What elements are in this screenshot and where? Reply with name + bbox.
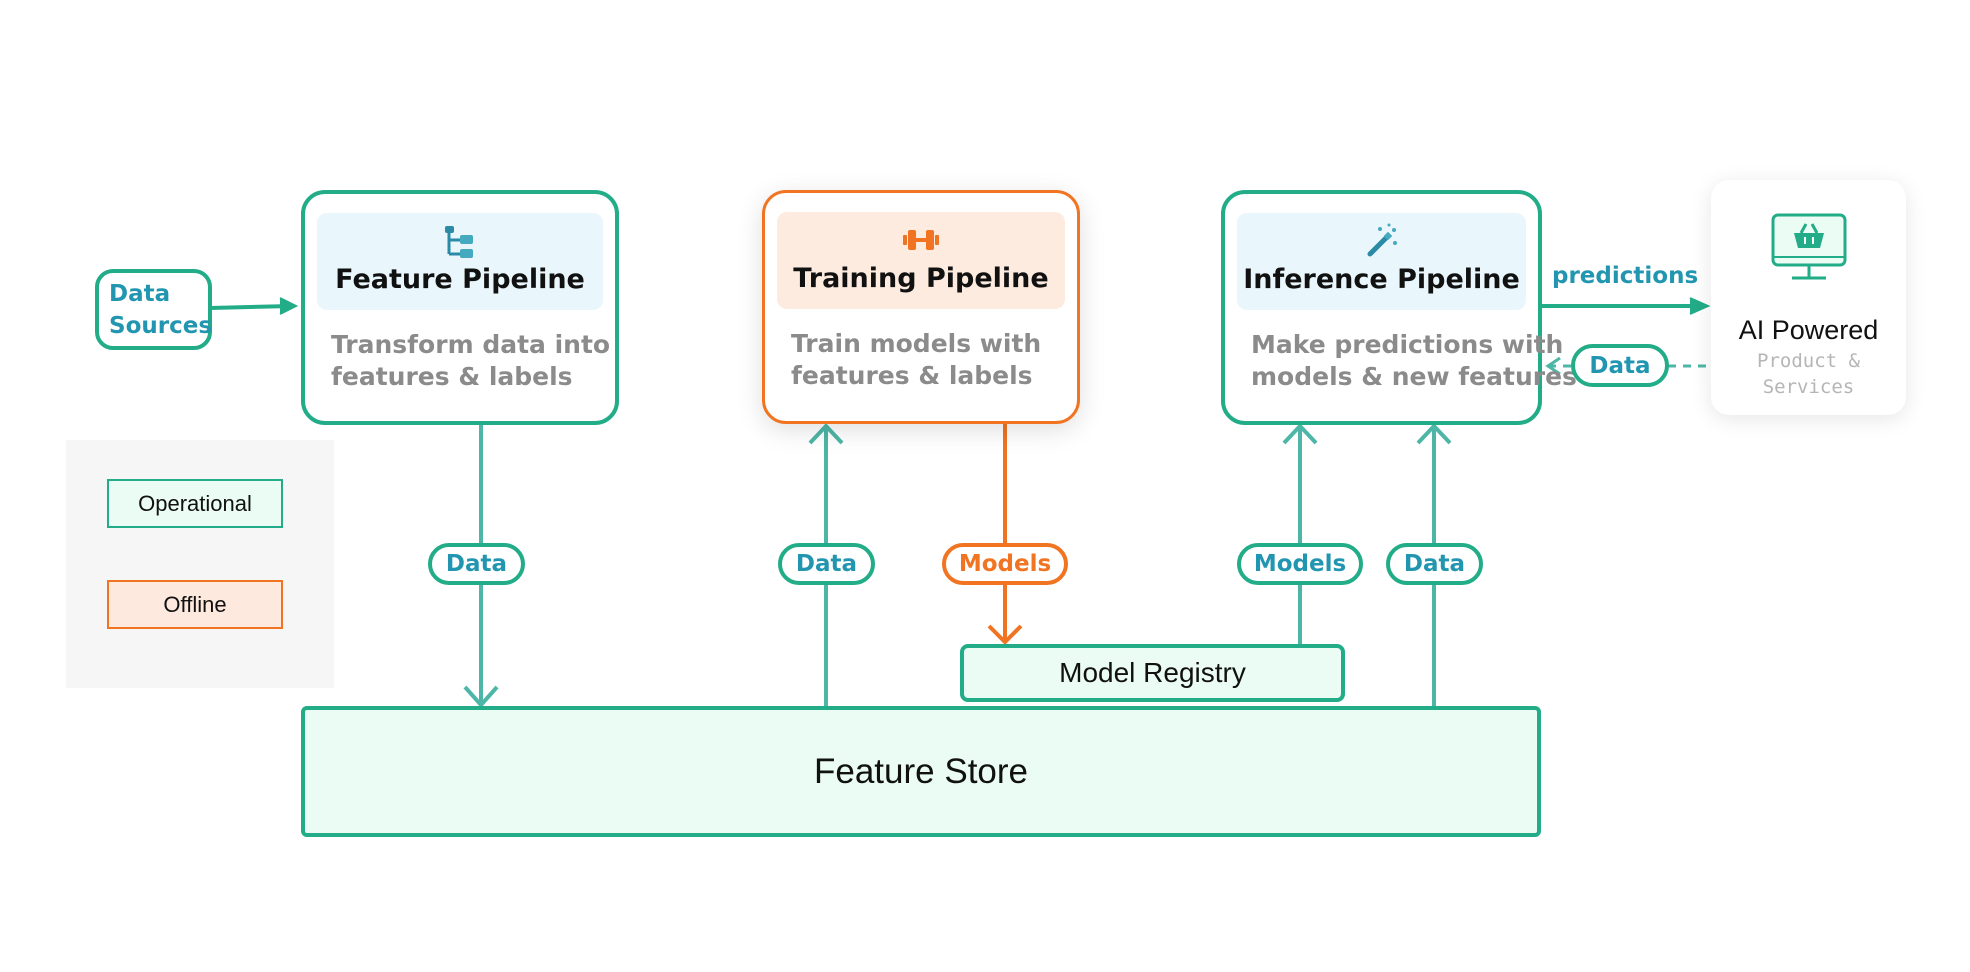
ai-powered-app-card: AI Powered Product & Services — [1711, 180, 1906, 415]
training-pipeline-title: Training Pipeline — [793, 263, 1049, 294]
data-sources-line2: Sources — [109, 312, 213, 339]
arrowhead — [1545, 356, 1561, 376]
arrowhead — [1689, 297, 1711, 315]
legend-offline-label: Offline — [107, 580, 283, 629]
edge-label-registry-models: Models — [1237, 543, 1363, 585]
app-subtitle-line1: Product & — [1757, 350, 1860, 372]
app-title: AI Powered — [1738, 315, 1879, 345]
feature-pipeline-node: Feature Pipeline Transform data into fea… — [301, 190, 619, 425]
inference-pipeline-description: Make predictions with models & new featu… — [1251, 329, 1577, 393]
feature-store-node: Feature Store — [301, 706, 1541, 837]
arrowhead — [1282, 423, 1318, 445]
tree-structure-icon — [317, 221, 603, 261]
model-registry-node: Model Registry — [960, 644, 1345, 702]
edge-label-inference-data: Data — [1386, 543, 1483, 585]
training-pipeline-header: Training Pipeline — [777, 212, 1065, 309]
arrowhead — [987, 624, 1023, 645]
arrowhead — [463, 685, 499, 709]
training-pipeline-description: Train models with features & labels — [791, 328, 1067, 392]
edge-label-app-data: Data — [1571, 344, 1669, 387]
feature-pipeline-title: Feature Pipeline — [335, 264, 585, 295]
inference-desc-line1: Make predictions with — [1251, 330, 1564, 359]
feature-pipeline-header: Feature Pipeline — [317, 213, 603, 310]
arrowhead — [1416, 423, 1452, 445]
edge-label-training-models: Models — [942, 543, 1068, 585]
inference-desc-line2: models & new features — [1251, 362, 1577, 391]
arrowhead — [279, 297, 299, 315]
feature-desc-line1: Transform data into — [331, 330, 611, 359]
dumbbell-icon — [777, 220, 1065, 260]
shopping-basket-monitor-icon — [1764, 210, 1854, 290]
edge-label-training-data: Data — [778, 543, 875, 585]
legend — [66, 440, 334, 688]
edge-sources-to-feature — [209, 304, 293, 310]
feature-desc-line2: features & labels — [331, 362, 573, 391]
training-pipeline-node: Training Pipeline Train models with feat… — [762, 190, 1080, 424]
training-desc-line1: Train models with — [791, 329, 1042, 358]
data-sources-line1: Data — [109, 280, 171, 307]
app-subtitle: Product & Services — [1711, 348, 1906, 400]
edge-label-predictions: predictions — [1552, 263, 1699, 289]
arrowhead — [808, 423, 844, 445]
app-subtitle-line2: Services — [1762, 376, 1855, 398]
inference-pipeline-title: Inference Pipeline — [1243, 264, 1520, 295]
legend-operational-label: Operational — [107, 479, 283, 528]
data-sources-node: Data Sources — [95, 269, 212, 350]
feature-pipeline-description: Transform data into features & labels — [331, 329, 611, 393]
magic-wand-icon — [1237, 221, 1526, 261]
inference-pipeline-header: Inference Pipeline — [1237, 213, 1526, 310]
training-desc-line2: features & labels — [791, 361, 1033, 390]
inference-pipeline-node: Inference Pipeline Make predictions with… — [1221, 190, 1577, 425]
edge-label-feature-data: Data — [428, 543, 525, 585]
